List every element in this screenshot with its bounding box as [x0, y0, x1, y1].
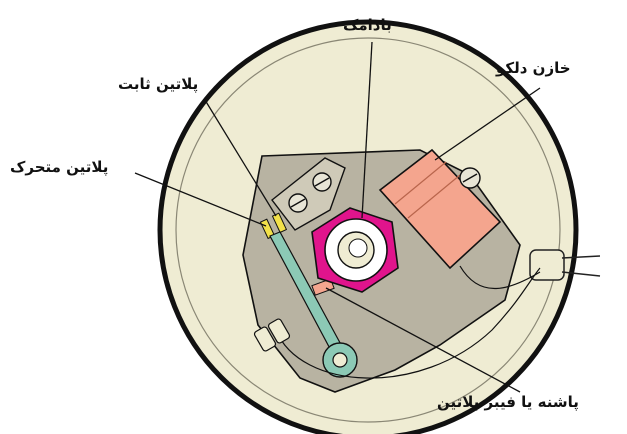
label-moving-point: پلاتین متحرک [10, 158, 108, 176]
pivot-hole [333, 353, 347, 367]
cam-shaft-core [349, 239, 367, 257]
label-cam: بادامک [343, 16, 392, 34]
label-condenser: خازن دلکو [496, 59, 571, 77]
label-fixed-point: پلاتین ثابت [118, 75, 198, 93]
label-rubbing-block: پاشنه یا فیبر پلاتین [437, 393, 579, 411]
